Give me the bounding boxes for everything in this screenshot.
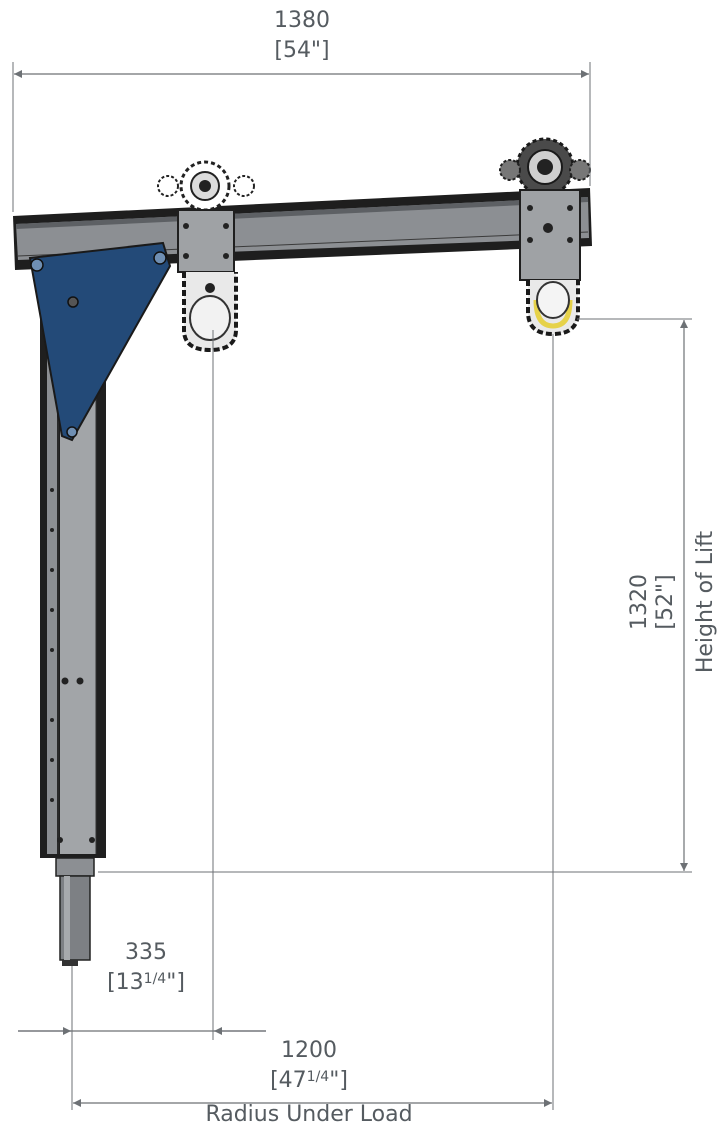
dimension-lines xyxy=(14,70,688,1107)
min-radius-fraction: 1/4 xyxy=(143,971,167,987)
height-of-lift-inch: [52"] xyxy=(653,574,678,630)
overall-width-inch: [54"] xyxy=(274,38,330,63)
radius-under-load-inch: [471/4"] xyxy=(270,1068,348,1093)
overall-width-mm: 1380 xyxy=(274,8,330,33)
hoist-right xyxy=(499,137,591,337)
radius-under-load-mm: 1200 xyxy=(281,1038,337,1063)
gusset-plate xyxy=(28,241,172,442)
min-radius-inch: [131/4"] xyxy=(107,970,185,995)
height-of-lift-label: Height of Lift xyxy=(693,530,717,674)
radius-under-load-fraction: 1/4 xyxy=(306,1069,330,1085)
hoist-left xyxy=(157,160,255,353)
height-of-lift-mm: 1320 xyxy=(627,574,652,630)
min-radius-mm: 335 xyxy=(125,940,167,965)
extension-lines xyxy=(12,62,692,1110)
radius-under-load-label: Radius Under Load xyxy=(205,1102,413,1127)
column-post xyxy=(55,857,95,966)
column-bolt-holes xyxy=(50,488,95,843)
